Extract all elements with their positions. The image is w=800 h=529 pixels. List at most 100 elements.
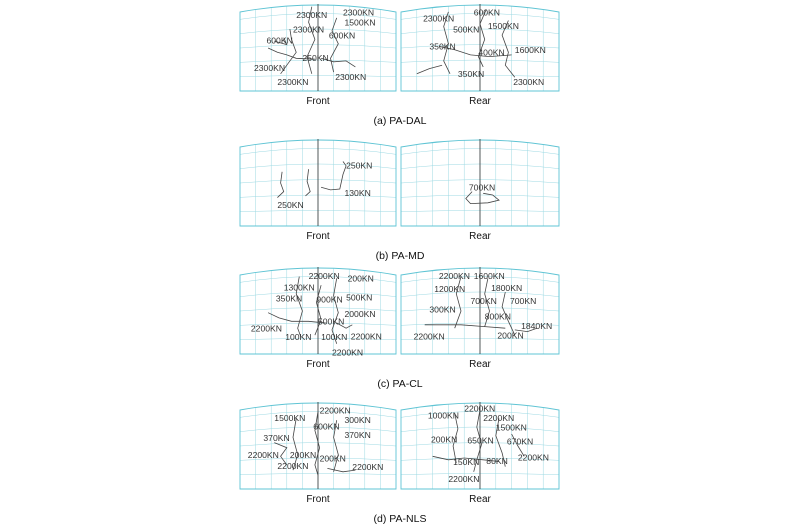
load-label: 250KN (302, 53, 328, 63)
load-label: 1500KN (345, 18, 376, 28)
panel-outline (239, 402, 397, 490)
load-label: 900KN (316, 294, 342, 304)
panel-outline (400, 4, 560, 92)
crack-line (314, 411, 321, 476)
load-label: 2200KN (414, 331, 445, 341)
crack-line (484, 278, 490, 327)
load-label: 2200KN (483, 413, 514, 423)
load-label: 2300KN (335, 72, 366, 82)
rear-label: Rear (469, 231, 491, 242)
load-label: 200KN (320, 454, 346, 464)
crack-line (320, 161, 347, 191)
crack-line (330, 17, 339, 73)
load-label: 250KN (277, 200, 303, 210)
subfigure-caption: (a) PA-DAL (374, 115, 427, 127)
load-label: 650KN (467, 435, 493, 445)
panel-outline (400, 402, 560, 490)
load-label: 2200KN (251, 324, 282, 334)
crack-line (477, 9, 487, 68)
load-label: 2000KN (345, 309, 376, 319)
panel-outline (239, 4, 397, 92)
rear-panel: 700KN Rear (400, 139, 560, 242)
load-label: 1600KN (515, 45, 546, 55)
load-label: 670KN (507, 436, 533, 446)
load-label: 80KN (486, 456, 508, 466)
crack-line (495, 418, 506, 467)
load-label: 1500KN (274, 413, 305, 423)
load-label: 1500KN (496, 423, 527, 433)
subfigure-caption: (d) PA-NLS (374, 513, 427, 525)
load-label: 200KN (348, 274, 374, 284)
load-label: 2300KN (423, 13, 454, 23)
load-label: 500KN (453, 25, 479, 35)
crack-line (267, 312, 326, 324)
load-label: 2300KN (277, 77, 308, 87)
rear-label: Rear (469, 494, 491, 505)
front-label: Front (306, 231, 330, 242)
crack-line (511, 433, 525, 457)
crack-line (295, 276, 303, 337)
crack-line (454, 276, 462, 329)
load-label: 2200KN (320, 405, 351, 415)
load-label: 500KN (346, 293, 372, 303)
load-label: 2300KN (254, 63, 285, 73)
load-label: 200KN (431, 435, 457, 445)
load-label: 2200KN (518, 453, 549, 463)
load-label: 2300KN (513, 77, 544, 87)
crack-line (432, 455, 500, 462)
crack-line (424, 324, 506, 329)
load-label: 700KN (471, 296, 497, 306)
crack-line (280, 29, 297, 75)
crack-line (267, 47, 315, 60)
crack-line (416, 64, 443, 75)
front-label: Front (306, 359, 330, 370)
load-label: 2200KN (464, 404, 495, 414)
front-panel: 250KN 130KN 250KN Front (239, 139, 397, 242)
load-label: 1500KN (488, 21, 519, 31)
load-label: 700KN (469, 183, 495, 193)
load-label: 1800KN (491, 283, 522, 293)
crack-line (465, 191, 500, 205)
load-label: 600KN (474, 7, 500, 17)
panel-outline (400, 267, 560, 355)
load-label: 350KN (458, 69, 484, 79)
load-label: 1300KN (284, 282, 315, 292)
load-label: 400KN (478, 48, 504, 58)
crack-line (277, 171, 285, 198)
rear-label: Rear (469, 96, 491, 107)
rear-label: Rear (469, 359, 491, 370)
crack-line (305, 169, 311, 197)
load-label: 200KN (290, 450, 316, 460)
load-label: 700KN (510, 296, 536, 306)
load-label: 150KN (453, 457, 479, 467)
rear-panel: 2300KN 600KN 1500KN 500KN 350KN 400KN 1600KN 35… (400, 4, 560, 107)
load-label: 1000KN (428, 411, 459, 421)
front-label: Front (306, 494, 330, 505)
subfigure-caption: (b) PA-MD (376, 250, 425, 262)
load-label: 300KN (345, 415, 371, 425)
panel-outline (239, 139, 397, 227)
crack-line (443, 11, 451, 74)
load-label: 250KN (346, 160, 372, 170)
load-label: 350KN (429, 42, 455, 52)
load-label: 350KN (276, 294, 302, 304)
load-label: 130KN (345, 188, 371, 198)
crack-line (336, 322, 353, 329)
load-label: 600KN (329, 31, 355, 41)
crack-line (438, 45, 512, 58)
load-label: 2300KN (343, 7, 374, 17)
load-label: 2200KN (352, 462, 383, 472)
load-label: 200KN (497, 331, 523, 341)
subfigure-caption: (c) PA-CL (377, 378, 422, 390)
load-label: 1600KN (474, 271, 505, 281)
crack-line (501, 20, 516, 78)
crack-line (327, 468, 356, 473)
crack-line (306, 6, 316, 74)
load-label: 370KN (345, 430, 371, 440)
